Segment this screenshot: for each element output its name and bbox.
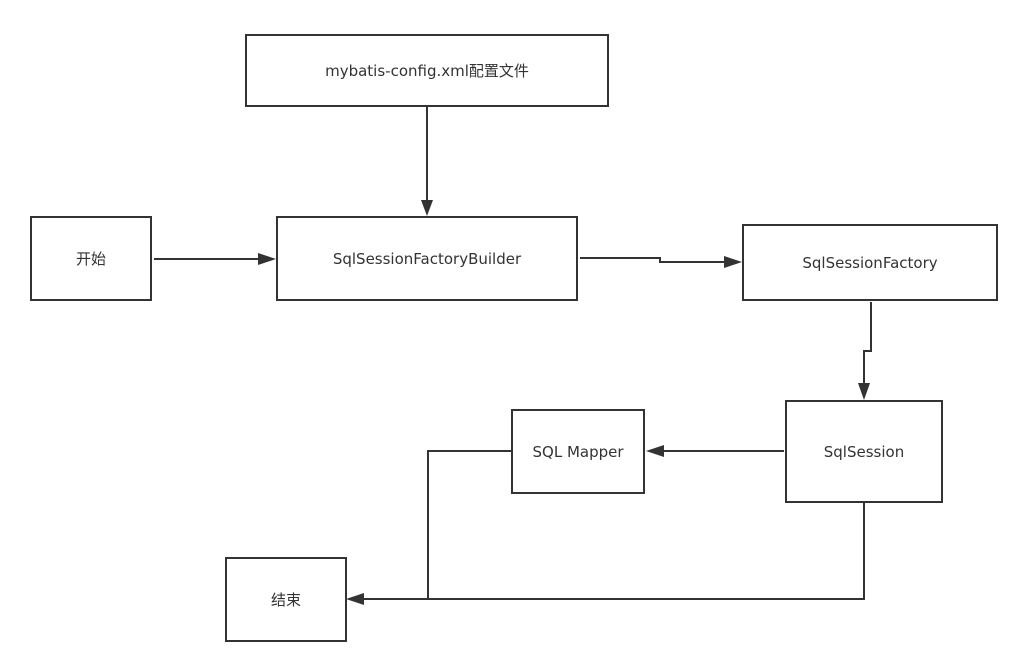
- edge-session-to-mapper: [646, 445, 784, 457]
- node-config[interactable]: mybatis-config.xml配置文件: [245, 34, 609, 107]
- node-builder[interactable]: SqlSessionFactoryBuilder: [276, 216, 578, 301]
- node-start[interactable]: 开始: [30, 216, 152, 301]
- node-builder-label: SqlSessionFactoryBuilder: [333, 250, 522, 268]
- node-config-label: mybatis-config.xml配置文件: [325, 62, 529, 80]
- node-mapper[interactable]: SQL Mapper: [511, 409, 645, 494]
- edge-factory-to-session: [858, 302, 872, 400]
- edge-session-to-end: [346, 503, 865, 605]
- node-end-label: 结束: [271, 591, 301, 609]
- node-start-label: 开始: [76, 250, 106, 268]
- edge-start-to-builder: [154, 253, 276, 265]
- node-mapper-label: SQL Mapper: [532, 443, 624, 461]
- node-end[interactable]: 结束: [225, 557, 347, 642]
- edge-mapper-to-end: [362, 450, 511, 600]
- node-factory-label: SqlSessionFactory: [802, 254, 937, 272]
- node-factory[interactable]: SqlSessionFactory: [742, 224, 998, 301]
- node-session[interactable]: SqlSession: [785, 400, 943, 503]
- edge-builder-to-factory: [580, 256, 742, 268]
- node-session-label: SqlSession: [824, 443, 904, 461]
- edge-config-to-builder: [421, 107, 433, 216]
